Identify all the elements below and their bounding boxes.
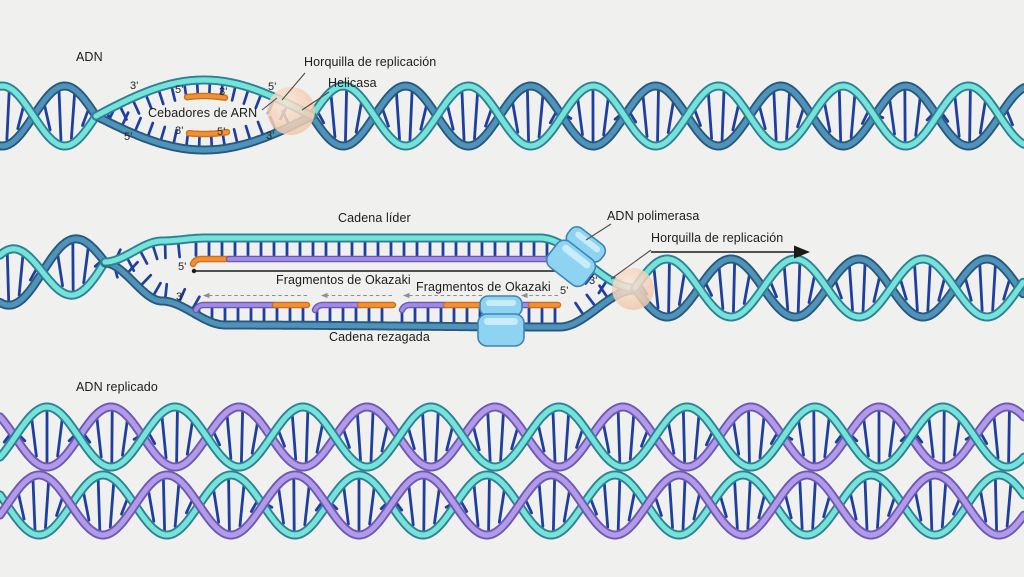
helicase-blob-middle: [612, 268, 654, 310]
lagging-strand-label: Cadena rezagada: [329, 330, 430, 344]
replicated-dna-1: [0, 402, 1024, 472]
leading-strand: [189, 255, 566, 268]
dna-polymerase-leading: [545, 226, 607, 288]
okazaki-fragments-label-1: Fragmentos de Okazaki: [276, 273, 411, 287]
prime-5-leading-start: 5': [178, 261, 187, 273]
prime-5-primer-top-left: 5': [175, 84, 184, 96]
dna-polymerase-label: ADN polimerasa: [607, 209, 700, 223]
prime-5-primer-bottom-right: 5': [217, 126, 226, 138]
prime-3-lagging-start: 3': [176, 291, 185, 303]
okazaki-fragments-label-2: Fragmentos de Okazaki: [416, 280, 551, 294]
adn-label: ADN: [76, 50, 103, 64]
dna-polymerase-lagging: [477, 295, 525, 347]
prime-3-primer-top-right: 3': [219, 86, 228, 98]
helicase-blob-top: [267, 87, 315, 135]
replication-fork-label-top: Horquilla de replicación: [304, 55, 437, 69]
prime-3-fork-bottom: 3': [266, 130, 275, 142]
replicated-dna-2: [0, 470, 1024, 540]
replicated-dna-label: ADN replicado: [76, 380, 158, 394]
prime-3-outer-top: 3': [130, 80, 139, 92]
replication-fork-label-middle: Horquilla de replicación: [651, 231, 784, 245]
rna-primer-bottom: [185, 128, 231, 138]
rna-primer-top: [183, 92, 229, 101]
middle-left-helix: [0, 234, 109, 310]
rna-primers-label: Cebadores de ARN: [148, 106, 258, 120]
prime-3-leading-end: 3': [589, 275, 598, 287]
helicase-label: Helicasa: [328, 76, 377, 90]
top-dna-helix: [0, 81, 1024, 151]
prime-5-outer-bottom: 5': [124, 131, 133, 143]
prime-5-fork-top: 5': [268, 81, 277, 93]
leading-strand-label: Cadena líder: [338, 211, 411, 225]
leader-lines: [261, 72, 652, 280]
middle-right-helix: [630, 254, 1024, 322]
okazaki-fragments: [192, 301, 562, 314]
prime-5-lagging-end: 5': [560, 285, 569, 297]
prime-3-primer-bottom-left: 3': [175, 125, 184, 137]
